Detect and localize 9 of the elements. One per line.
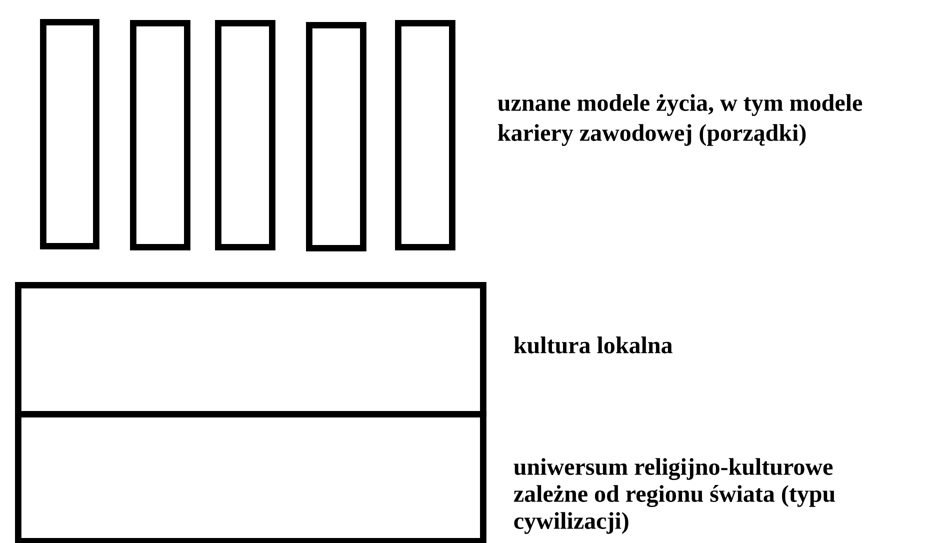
- layer-band: [15, 411, 486, 543]
- pillar-box: [306, 22, 366, 252]
- layer-label: kultura lokalna: [514, 336, 672, 354]
- layer-label: uniwersum religijno-kulturowe zależne od regionu świata (typu cywilizacji): [514, 458, 835, 534]
- pillar-box: [130, 20, 190, 250]
- layer-label: uznane modele życia, w tym modele kariery zawodowej (porządki): [498, 94, 862, 146]
- pillar-box: [40, 19, 100, 250]
- pillar-box: [215, 20, 276, 250]
- pillar-box: [395, 20, 456, 250]
